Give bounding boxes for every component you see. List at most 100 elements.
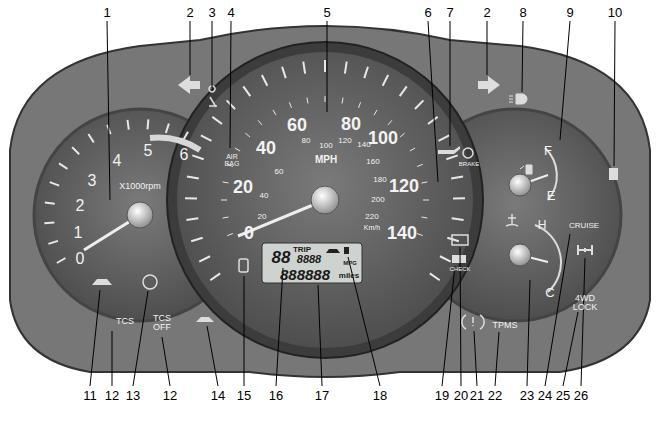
leader-line bbox=[318, 285, 322, 386]
leader-line bbox=[563, 312, 578, 386]
warning-text: TPMS bbox=[492, 321, 517, 330]
tick-mark bbox=[446, 155, 457, 159]
kmh-number: 20 bbox=[258, 213, 267, 221]
tick-mark bbox=[359, 102, 361, 108]
leader-line bbox=[244, 276, 245, 386]
tick-mark bbox=[187, 177, 199, 179]
coolant-icon bbox=[506, 214, 518, 226]
door-icon bbox=[239, 259, 248, 272]
kmh-number: 60 bbox=[275, 168, 284, 176]
tick-mark bbox=[166, 123, 169, 133]
turn-signal-left bbox=[178, 76, 200, 94]
tick-mark bbox=[422, 182, 428, 183]
callout-number: 13 bbox=[126, 389, 140, 402]
leader-line bbox=[133, 291, 148, 386]
leader-line bbox=[545, 234, 570, 386]
tick-mark bbox=[400, 86, 407, 96]
tick-mark bbox=[72, 147, 79, 154]
callout-number: 17 bbox=[315, 389, 329, 402]
tick-mark bbox=[415, 100, 423, 109]
callout-number: 25 bbox=[556, 389, 570, 402]
speed-number: 100 bbox=[368, 129, 398, 147]
lcd-text: MPG bbox=[343, 260, 357, 266]
callout-number: 19 bbox=[435, 389, 449, 402]
callout-number: 26 bbox=[574, 389, 588, 402]
leader-line bbox=[614, 21, 615, 166]
tick-mark bbox=[191, 238, 202, 242]
warning-text: CHECK bbox=[449, 266, 470, 272]
cluster-housing bbox=[10, 26, 650, 377]
temp-mark: H bbox=[538, 219, 547, 231]
kmh-number: 220 bbox=[365, 213, 378, 221]
callout-number: 8 bbox=[519, 6, 526, 19]
callout-number: 12 bbox=[163, 389, 177, 402]
callout-number: 20 bbox=[454, 389, 468, 402]
tick-mark bbox=[199, 256, 210, 261]
fuel-mark: F bbox=[544, 144, 552, 157]
lcd-digits: 8888 bbox=[297, 254, 321, 265]
tach-number: 4 bbox=[113, 153, 122, 169]
kmh-number: 40 bbox=[260, 192, 269, 200]
callout-number: 14 bbox=[211, 389, 225, 402]
tick-mark bbox=[235, 148, 240, 151]
warning-text: BRAKE bbox=[459, 161, 479, 167]
tick-mark bbox=[57, 258, 66, 263]
headlight-icon bbox=[509, 94, 527, 104]
speed-number: 0 bbox=[244, 224, 254, 242]
tach-number: 2 bbox=[76, 198, 85, 214]
tick-mark bbox=[221, 200, 227, 201]
tick-mark bbox=[245, 133, 250, 137]
leader-line bbox=[428, 21, 438, 182]
speed-number: 20 bbox=[233, 178, 253, 196]
leader-line bbox=[190, 21, 191, 75]
tach-number: 6 bbox=[180, 147, 189, 163]
leader-line bbox=[495, 332, 499, 386]
kmh-number: 140 bbox=[357, 141, 370, 149]
kmh-number: 160 bbox=[366, 158, 379, 166]
abs-icon bbox=[143, 275, 157, 289]
tick-mark bbox=[303, 62, 305, 74]
tick-mark bbox=[430, 273, 440, 280]
tach-unit: X1000rpm bbox=[119, 182, 161, 191]
warning-text: AIR BAG bbox=[219, 153, 245, 167]
leader-lines bbox=[90, 21, 615, 386]
speed-unit: MPH bbox=[315, 155, 337, 165]
tick-mark bbox=[307, 98, 308, 104]
kmh-number: 200 bbox=[371, 196, 384, 204]
speed-number: 120 bbox=[389, 177, 419, 195]
tick-mark bbox=[44, 221, 54, 224]
tick-mark bbox=[451, 177, 463, 179]
tick-mark bbox=[447, 238, 458, 242]
callout-number: 12 bbox=[105, 389, 119, 402]
callout-number: 22 bbox=[488, 389, 502, 402]
kmh-number: 180 bbox=[373, 176, 386, 184]
tick-mark bbox=[383, 75, 388, 86]
tach-hub bbox=[127, 202, 153, 228]
lcd-fuel-icon bbox=[344, 247, 349, 254]
awd-car-icon bbox=[92, 279, 112, 285]
tick-mark bbox=[258, 120, 262, 125]
leader-line bbox=[474, 331, 477, 386]
tick-mark bbox=[186, 218, 198, 220]
tick-mark bbox=[324, 60, 326, 72]
callout-number: 4 bbox=[227, 6, 234, 19]
tick-mark bbox=[243, 86, 250, 96]
lcd-car-icon bbox=[326, 249, 340, 253]
engine-icon bbox=[452, 255, 466, 263]
leader-line bbox=[522, 21, 523, 92]
leader-line bbox=[107, 21, 110, 200]
tick-mark bbox=[345, 62, 347, 74]
tick-mark bbox=[59, 163, 67, 168]
tick-mark bbox=[325, 96, 326, 102]
tick-mark bbox=[289, 102, 291, 108]
tick-mark bbox=[48, 241, 58, 244]
leader-line bbox=[581, 258, 585, 386]
callout-number: 9 bbox=[566, 6, 573, 19]
callout-number: 18 bbox=[373, 389, 387, 402]
warning-text: TCS bbox=[116, 317, 134, 326]
tcs-car-icon bbox=[196, 317, 214, 322]
turn-signal-right bbox=[478, 76, 500, 94]
gauge-ticks bbox=[44, 60, 465, 280]
tick-mark bbox=[185, 197, 197, 199]
indicator-text: 4WD LOCK bbox=[570, 294, 600, 312]
